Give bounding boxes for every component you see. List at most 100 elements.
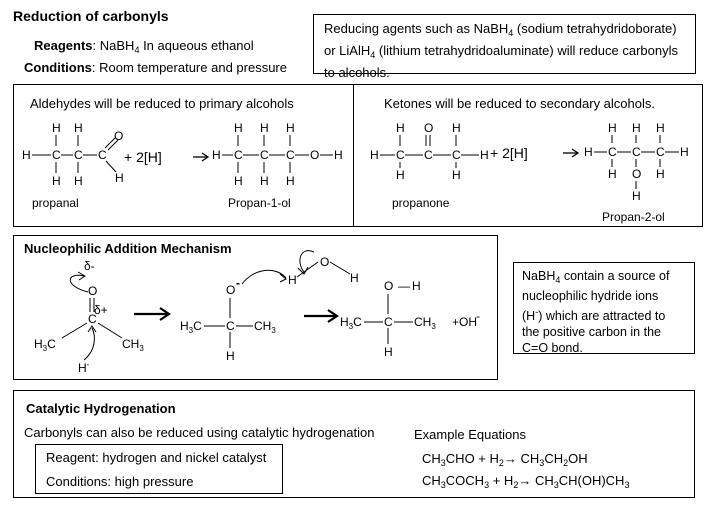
- svg-text:H: H: [52, 174, 61, 188]
- svg-text:O: O: [310, 148, 319, 162]
- nabh4-note: NaBH4 contain a source of nucleophilic h…: [513, 262, 695, 355]
- svg-text:H: H: [396, 121, 405, 135]
- svg-text:H: H: [452, 121, 461, 135]
- svg-text:C: C: [52, 148, 61, 162]
- svg-text:H: H: [656, 121, 665, 135]
- svg-text:H: H: [260, 174, 269, 188]
- reagents-line: Reagents: NaBH4 In aqueous ethanol: [34, 38, 254, 55]
- svg-text:H: H: [396, 168, 405, 182]
- mechanism-diagram: δ- O δ+ C H3C CH3 H- O- H3C C CH3 H HOH …: [34, 250, 480, 375]
- svg-text:CH3: CH3: [254, 319, 276, 335]
- svg-text:C: C: [74, 148, 83, 162]
- svg-text:C: C: [632, 145, 641, 159]
- ketones-heading: Ketones will be reduced to secondary alc…: [384, 96, 655, 111]
- svg-text:CH3: CH3: [414, 315, 436, 331]
- svg-text:CH3: CH3: [122, 337, 144, 353]
- svg-text:δ-: δ-: [84, 259, 95, 273]
- svg-text:C: C: [226, 319, 235, 333]
- svg-text:H: H: [234, 121, 243, 135]
- svg-text:C: C: [608, 145, 617, 159]
- svg-text:O: O: [424, 121, 433, 135]
- svg-text:H: H: [608, 167, 617, 181]
- svg-text:H: H: [656, 167, 665, 181]
- mechanism-heading: Nucleophilic Addition Mechanism: [24, 241, 232, 256]
- conditions-line: Conditions: Room temperature and pressur…: [24, 60, 287, 75]
- arrow-icon: [193, 152, 210, 162]
- svg-text:O: O: [226, 283, 235, 297]
- catalytic-line: Carbonyls can also be reduced using cata…: [24, 425, 375, 440]
- svg-text:O: O: [320, 255, 329, 269]
- svg-text:-: -: [236, 276, 240, 290]
- svg-text:H: H: [608, 121, 617, 135]
- svg-text:O: O: [384, 279, 393, 293]
- svg-text:O: O: [88, 284, 97, 298]
- svg-text:—: —: [398, 279, 410, 293]
- svg-text:C: C: [424, 148, 433, 162]
- svg-text:H: H: [212, 148, 221, 162]
- reduction-examples-box: [13, 84, 703, 227]
- svg-text:H-: H-: [78, 360, 90, 375]
- svg-text:C: C: [656, 145, 665, 159]
- svg-text:δ+: δ+: [94, 303, 108, 317]
- equations-heading: Example Equations: [414, 427, 527, 442]
- equation-1: CH3CHO + H2→ CH3CH2OH: [422, 451, 588, 468]
- svg-text:H: H: [412, 279, 421, 293]
- svg-text:H: H: [350, 271, 359, 285]
- propanone-label: propanone: [392, 196, 450, 210]
- svg-text:H: H: [480, 148, 489, 162]
- svg-text:C: C: [396, 148, 405, 162]
- svg-text:H: H: [286, 121, 295, 135]
- reducing-agents-note: Reducing agents such as NaBH4 (sodium te…: [313, 14, 696, 80]
- svg-text:+OH: +OH: [452, 315, 477, 329]
- svg-text:H: H: [632, 121, 641, 135]
- propan-2-ol-label: Propan-2-ol: [602, 210, 665, 224]
- page-title: Reduction of carbonyls: [13, 8, 169, 24]
- svg-text:H: H: [384, 345, 393, 359]
- catalytic-reagent: Reagent: hydrogen and nickel catalyst: [46, 450, 267, 465]
- svg-text:C: C: [98, 148, 107, 162]
- aldehyde-reagent: + 2[H]: [124, 149, 162, 165]
- catalytic-conditions-box: Reagent: hydrogen and nickel catalyst Co…: [35, 444, 283, 494]
- svg-text:H: H: [52, 121, 61, 135]
- svg-text:C: C: [234, 148, 243, 162]
- svg-text:H: H: [115, 171, 124, 185]
- propan-1-ol-label: Propan-1-ol: [228, 196, 291, 210]
- aldehydes-heading: Aldehydes will be reduced to primary alc…: [30, 96, 294, 111]
- svg-text:H3C: H3C: [340, 315, 362, 331]
- svg-text:H: H: [226, 349, 235, 363]
- svg-text:H3C: H3C: [180, 319, 202, 335]
- arrow-icon: [563, 148, 580, 158]
- svg-text:H: H: [234, 174, 243, 188]
- svg-text:H: H: [680, 145, 689, 159]
- divider: [353, 84, 354, 227]
- svg-text:H: H: [74, 174, 83, 188]
- svg-text:H: H: [288, 273, 297, 287]
- svg-text:H: H: [260, 121, 269, 135]
- svg-text:O: O: [632, 167, 641, 181]
- svg-text:H3C: H3C: [34, 337, 56, 353]
- ketone-reagent: + 2[H]: [490, 145, 528, 161]
- svg-text:H: H: [452, 168, 461, 182]
- svg-text:C: C: [260, 148, 269, 162]
- svg-text:H: H: [370, 148, 379, 162]
- svg-text:H: H: [334, 148, 343, 162]
- equation-2: CH3COCH3 + H2→ CH3CH(OH)CH3: [422, 473, 630, 490]
- svg-text:O: O: [114, 129, 123, 143]
- svg-text:H: H: [584, 145, 593, 159]
- catalytic-conditions: Conditions: high pressure: [46, 474, 194, 489]
- svg-text:H: H: [632, 189, 641, 203]
- svg-text:H: H: [286, 174, 295, 188]
- svg-text:C: C: [384, 315, 393, 329]
- svg-text:C: C: [286, 148, 295, 162]
- svg-text:H: H: [74, 121, 83, 135]
- catalytic-box: [13, 390, 695, 498]
- svg-text:-: -: [476, 309, 480, 323]
- catalytic-heading: Catalytic Hydrogenation: [26, 401, 176, 416]
- svg-text:H: H: [22, 148, 31, 162]
- svg-text:C: C: [452, 148, 461, 162]
- mechanism-box: [13, 235, 498, 380]
